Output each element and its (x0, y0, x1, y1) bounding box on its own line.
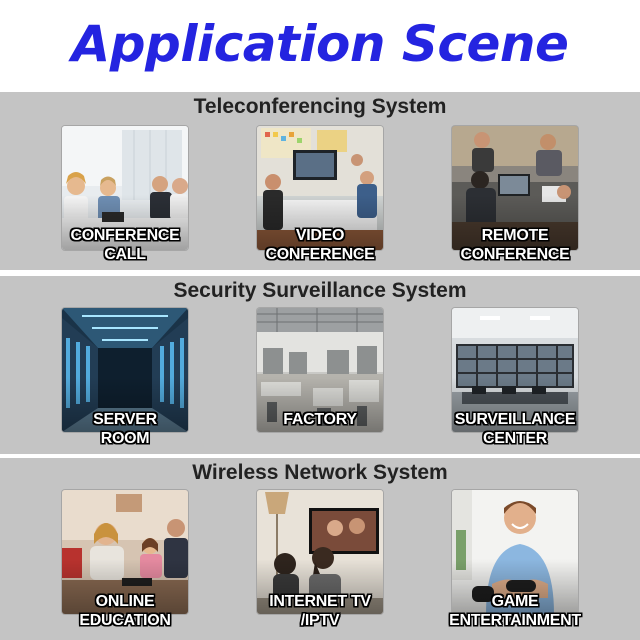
remote-conference-image (452, 126, 578, 250)
section-heading: Security Surveillance System (173, 279, 467, 302)
internet-tv-image (257, 490, 383, 614)
server-room-label: SERVER ROOM (93, 411, 157, 447)
game-entertainment-label: GAME ENTERTAINMENT (449, 593, 581, 629)
video-conference-label: VIDEO CONFERENCE (265, 227, 375, 263)
conference-call-image (62, 126, 188, 250)
game-entertainment-image (452, 490, 578, 614)
section-heading: Teleconferencing System (193, 95, 447, 118)
online-education-label: ONLINE EDUCATION (79, 593, 171, 629)
online-education-image (62, 490, 188, 614)
internet-tv-label: INTERNET TV /IPTV (269, 593, 371, 629)
surveillance-center-label: SURVEILLANCE CENTER (454, 411, 576, 447)
section-teleconferencing: Teleconferencing System CONFERENCE CALL (0, 92, 640, 270)
section-security-surveillance: Security Surveillance System SERVER ROOM (0, 276, 640, 454)
surveillance-center-image (452, 308, 578, 432)
video-conference-image (257, 126, 383, 250)
factory-image (257, 308, 383, 432)
factory-label: FACTORY (283, 411, 357, 428)
page-title: Application Scene (71, 15, 569, 73)
remote-conference-label: REMOTE CONFERENCE (460, 227, 570, 263)
conference-call-label: CONFERENCE CALL (70, 227, 180, 263)
section-heading: Wireless Network System (192, 461, 448, 484)
section-wireless-network: Wireless Network System ONLINE EDUCATION (0, 458, 640, 640)
server-room-image (62, 308, 188, 432)
